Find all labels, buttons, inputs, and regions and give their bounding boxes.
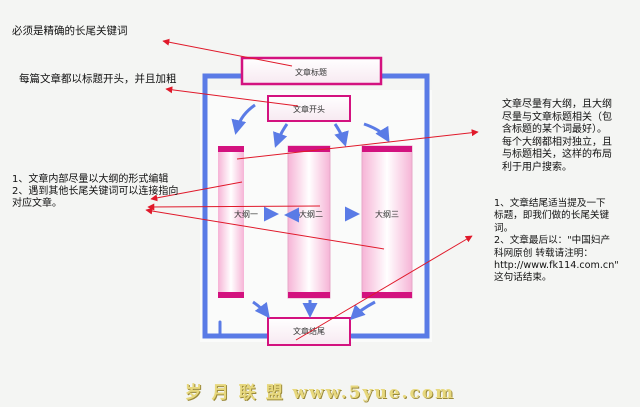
outline-note: 文章尽量有大纲，且大纲 尽量与文章标题相关（包 含标题的某个词最好）。 每个大纲… — [502, 99, 612, 173]
outline-column-2-label: 大纲二 — [299, 209, 323, 219]
flow-arrow-intro-to-col3b — [363, 122, 390, 143]
ending-box: 文章结尾 — [267, 317, 351, 346]
title-box: 文章标题 — [240, 56, 383, 86]
intro-box: 文章开头 — [267, 95, 351, 122]
arrow-intro-note — [165, 86, 299, 107]
arrow-title-note — [162, 38, 293, 67]
flow-arrow-intro-to-col1 — [231, 103, 256, 135]
arrow-ending-note — [295, 235, 473, 341]
intro-note: 每篇文章都以标题开头，并且加粗 — [19, 73, 177, 85]
footer-watermark: 岁 月 联 盟 www.5yue.com — [184, 383, 456, 403]
outline-column-2: 大纲二 — [287, 145, 331, 299]
intro-box-label: 文章开头 — [293, 104, 325, 114]
flow-arrow-col3-to-end — [349, 300, 376, 321]
ending-note: 1、文章结尾适当提及一下 标题，即我们做的长尾关键 词。 2、文章最后以："中国… — [494, 198, 619, 284]
arrow-inner-note-1 — [150, 181, 243, 202]
inner-note: 1、文章内部尽量以大纲的形式编辑 2、遇到其他长尾关键词可以连接指向 对应文章。 — [12, 174, 179, 209]
title-box-label: 文章标题 — [295, 67, 327, 77]
flow-arrow-intro-to-col3 — [333, 123, 349, 147]
outline-column-1: 大纲一 — [218, 146, 258, 298]
outline-column-3: 大纲三 — [361, 145, 413, 299]
outline-column-1-label: 大纲一 — [234, 209, 258, 219]
red-annotation-arrows — [145, 38, 479, 341]
blue-flow-arrows — [231, 103, 390, 321]
arrow-outline-note — [236, 129, 479, 160]
ending-box-label: 文章结尾 — [293, 326, 325, 336]
outline-column-3-label: 大纲三 — [375, 209, 399, 219]
arrow-inner-note-2 — [147, 203, 321, 211]
flow-arrow-intro-to-col1b — [273, 123, 289, 148]
arrow-inner-note-3 — [145, 207, 385, 250]
blue-frame — [202, 73, 430, 339]
flow-arrow-col1-to-end — [252, 300, 270, 319]
title-note: 必须是精确的长尾关键词 — [12, 25, 128, 37]
